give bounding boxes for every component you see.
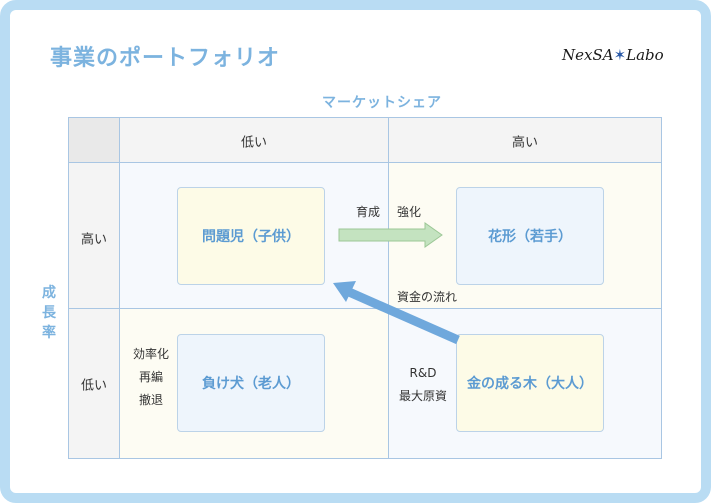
share-low-label: 低い (240, 135, 268, 151)
logo-part1: NexSA (562, 46, 614, 64)
cow-actions: R&D 最大原資 (392, 362, 454, 408)
strengthen-label: 強化 (397, 205, 422, 219)
grow-label: 育成 (356, 205, 381, 219)
y-axis-label: 成 長 率 (38, 283, 60, 343)
dog-box: 負け犬（老人） (177, 334, 325, 432)
star-icon: ✶ (613, 46, 627, 64)
dog-actions: 効率化 再編 撤退 (126, 343, 176, 412)
cash-flow-label: 資金の流れ (397, 290, 458, 304)
y-axis-char-1: 成 (42, 285, 56, 301)
y-axis-char-3: 率 (42, 325, 56, 341)
header-share-high (388, 117, 662, 163)
page-title: 事業のポートフォリオ (50, 46, 281, 71)
cow-action-rnd: R&D (409, 366, 437, 380)
dog-action-efficiency: 効率化 (132, 347, 169, 361)
growth-high-label: 高い (80, 232, 108, 248)
share-high-label: 高い (511, 135, 539, 151)
star-box: 花形（若手） (456, 187, 604, 285)
dog-action-restructure: 再編 (138, 370, 163, 384)
logo-part2: Labo (626, 46, 664, 64)
row-header-growth-high (68, 162, 120, 309)
cash-cow-box: 金の成る木（大人） (456, 334, 604, 432)
growth-low-label: 低い (80, 378, 108, 394)
corner-cell (68, 117, 120, 163)
question-mark-box: 問題児（子供） (177, 187, 325, 285)
brand-logo: NexSA✶Labo (562, 46, 664, 64)
dog-action-withdraw: 撤退 (138, 393, 163, 407)
y-axis-char-2: 長 (42, 305, 56, 321)
x-axis-label: マーケットシェア (322, 95, 442, 111)
cow-action-capital: 最大原資 (398, 389, 447, 403)
